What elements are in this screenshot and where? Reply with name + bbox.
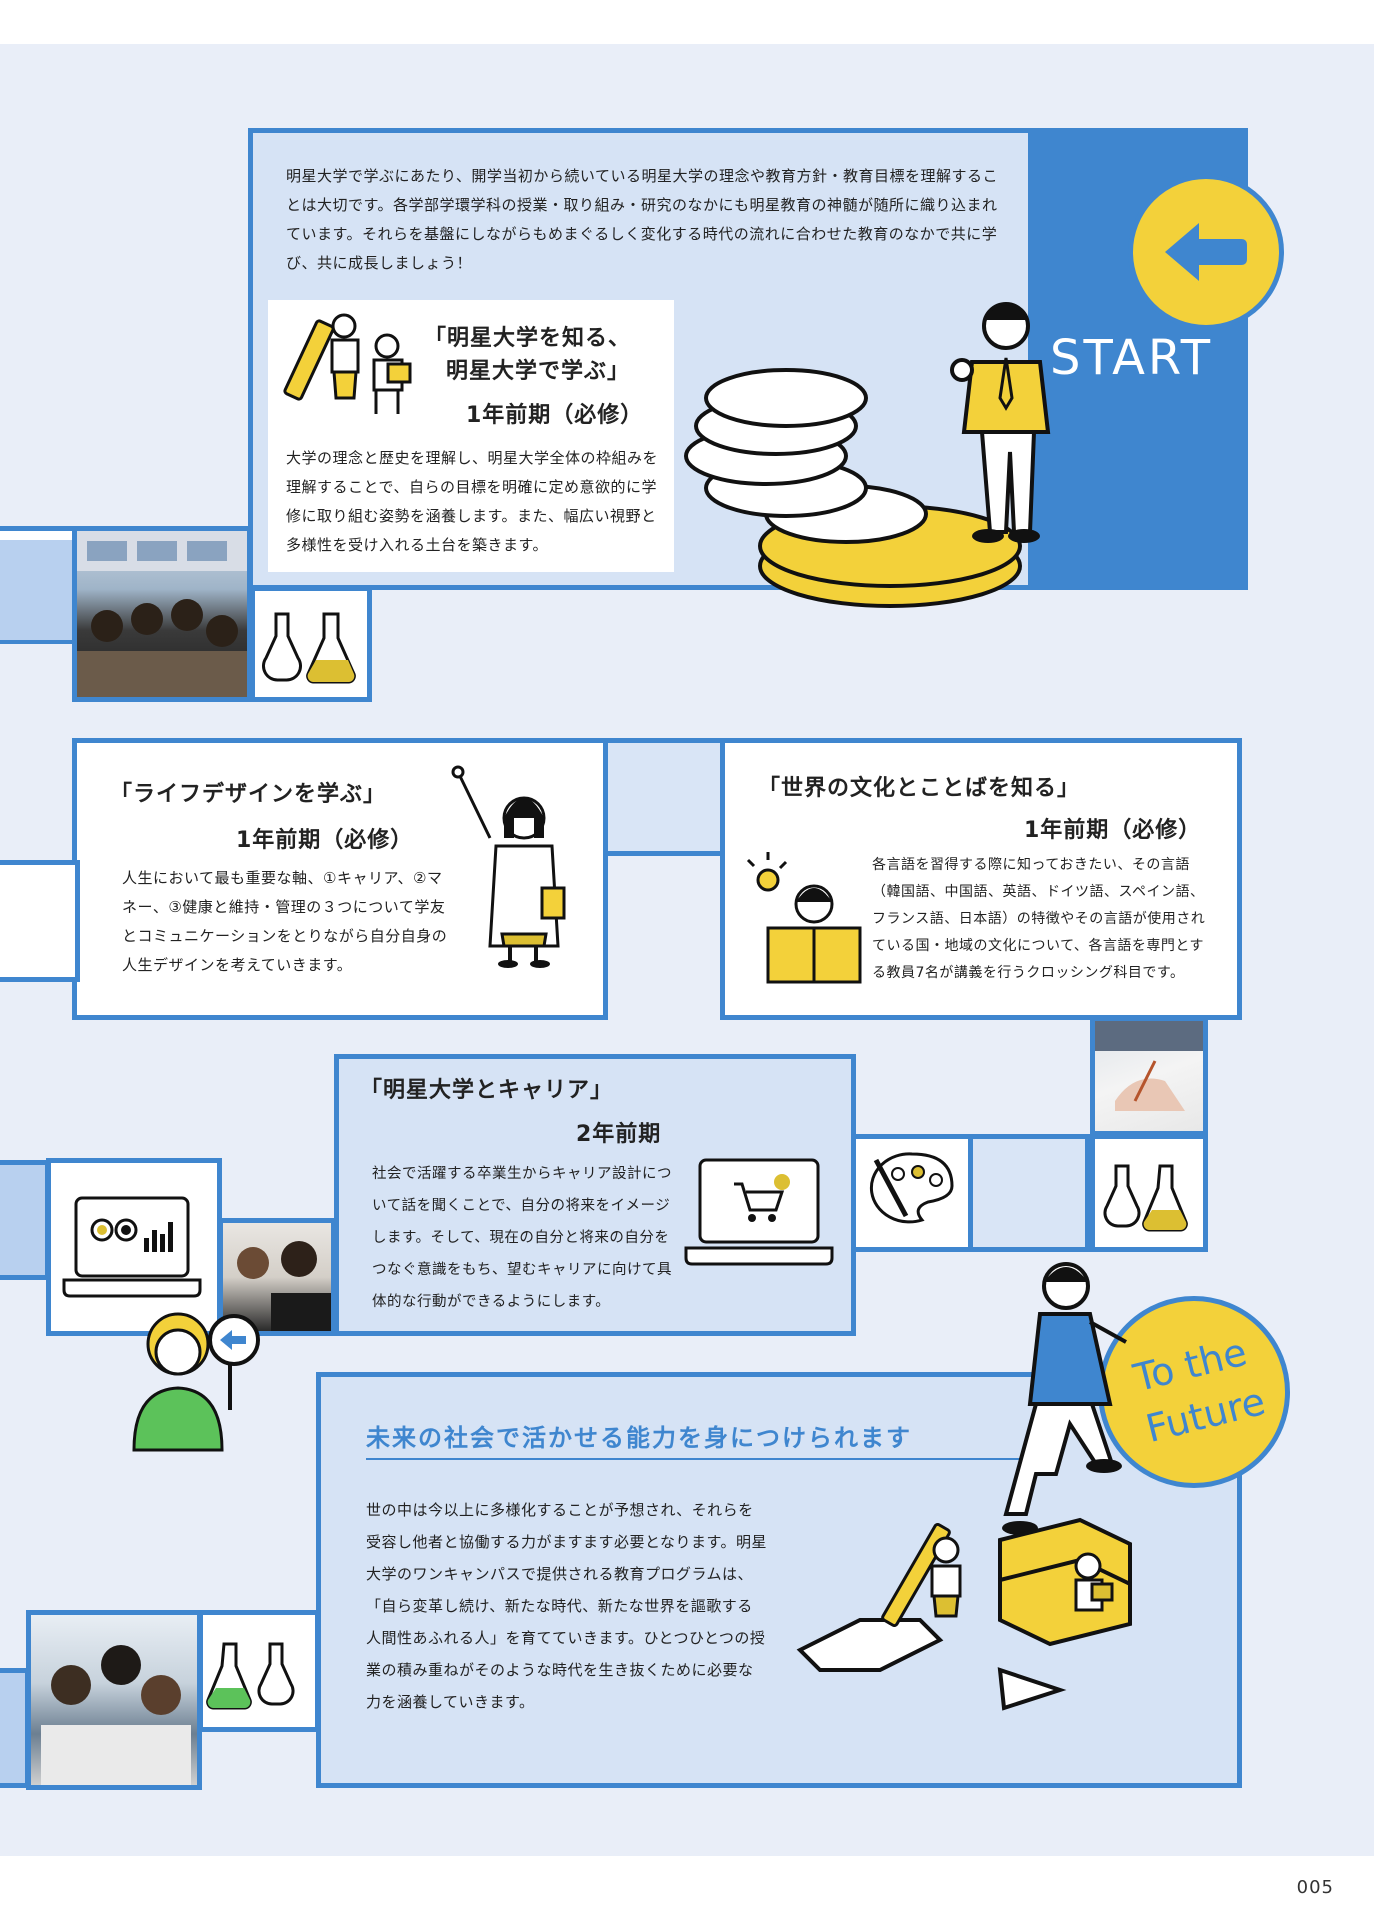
course4-body: 社会で活躍する卒業生からキャリア設計について話を聞くことで、自分の将来をイメージ…: [372, 1166, 672, 1310]
future-heading: 未来の社会で活かせる能力を身につけられます: [366, 1424, 912, 1452]
laptop-cart-icon: [684, 1158, 834, 1266]
mid-block-2: [968, 1134, 1090, 1252]
course3-term: 1年前期（必修）: [1024, 818, 1202, 843]
course1-title-line2: 明星大学で学ぶ」: [446, 359, 631, 384]
future-heading-underline: [366, 1458, 1048, 1460]
left-block-3: [0, 1160, 50, 1280]
intro-text: 明星大学で学ぶにあたり、開学当初から続いている明星大学の理念や教育方針・教育目標…: [286, 167, 998, 272]
start-label: START: [1050, 330, 1214, 386]
students-silhouettes-2: [237, 1241, 331, 1331]
future-body: 世の中は今以上に多様化することが予想され、それらを受容し他者と協働する力がますま…: [366, 1501, 768, 1711]
flask-icons-2: [1103, 1164, 1188, 1232]
flask-cell-3: [198, 1610, 320, 1732]
course3-body: 各言語を習得する際に知っておきたい、その言語（韓国語、中国語、英語、ドイツ語、ス…: [872, 857, 1206, 981]
pencil-student-illustration: [283, 313, 412, 414]
students-photo-1: [72, 526, 252, 702]
course1-body: 大学の理念と歴史を理解し、明星大学全体の枠組みを理解することで、自らの目標を明確…: [286, 449, 659, 554]
writing-photo: [1090, 1016, 1208, 1136]
arrow-left-icon: [1165, 223, 1247, 281]
reading-child-illustration: [746, 852, 862, 984]
course1-term: 1年前期（必修）: [466, 403, 644, 428]
flask-icons-1: [262, 612, 356, 684]
palette-icon: [869, 1152, 954, 1224]
students-silhouettes: [77, 531, 247, 697]
mid-block-1: [603, 738, 725, 856]
course2-term: 1年前期（必修）: [236, 828, 414, 853]
course3-title: 「世界の文化とことばを知る」: [758, 776, 1081, 801]
writing-hand: [1095, 1021, 1203, 1111]
books-climber-illustration: [796, 1262, 1132, 1711]
left-block-2: [0, 860, 80, 982]
coins-man-illustration: [684, 302, 1051, 608]
students-silhouettes-3: [41, 1645, 191, 1785]
side-block-top-blue: [0, 540, 78, 640]
teacher-illustration: [451, 765, 566, 968]
laptop-chart-icon: [62, 1196, 202, 1298]
course2-title: 「ライフデザインを学ぶ」: [110, 782, 387, 807]
flask-icons-3: [206, 1642, 295, 1710]
flask-cell-2: [1090, 1134, 1208, 1252]
course2-body: 人生において最も重要な軸、①キャリア、②マネー、③健康と維持・管理の３つについて…: [122, 869, 448, 974]
girl-sign-illustration: [132, 1312, 260, 1452]
course4-term: 2年前期: [576, 1122, 662, 1147]
course4-title: 「明星大学とキャリア」: [360, 1078, 614, 1103]
students-photo-3: [26, 1610, 202, 1790]
page-number: 005: [1296, 1877, 1334, 1898]
start-arrow-button[interactable]: [1128, 174, 1284, 330]
course1-title-line1: 「明星大学を知る、: [424, 326, 632, 351]
to-the-future-badge[interactable]: To the Future: [1098, 1296, 1290, 1488]
